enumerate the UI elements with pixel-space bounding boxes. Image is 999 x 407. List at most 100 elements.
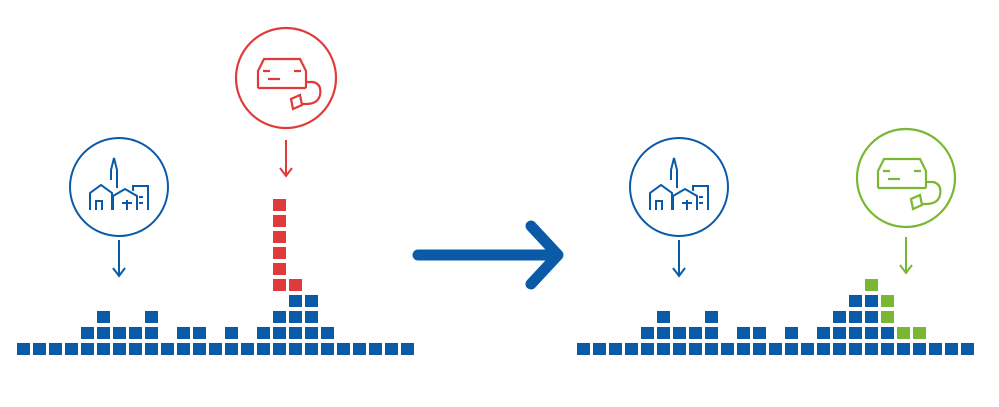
load-block [81, 343, 94, 355]
ev-charging-block [273, 263, 286, 275]
town-arrow-head [112, 267, 126, 278]
load-block [625, 343, 638, 355]
load-block [305, 327, 318, 339]
load-block [305, 295, 318, 307]
load-block [289, 327, 302, 339]
load-block [673, 327, 686, 339]
load-block [817, 327, 830, 339]
load-block [849, 343, 862, 355]
town-icon [629, 137, 729, 237]
load-block [129, 327, 142, 339]
load-block [705, 311, 718, 323]
load-block [833, 327, 846, 339]
load-block [609, 343, 622, 355]
load-block [273, 311, 286, 323]
load-block [401, 343, 414, 355]
ev-charging-block [897, 327, 910, 339]
load-block [161, 343, 174, 355]
load-block [241, 343, 254, 355]
load-block [273, 327, 286, 339]
load-block [721, 343, 734, 355]
load-block [33, 343, 46, 355]
load-block [657, 311, 670, 323]
load-block [353, 343, 366, 355]
load-block [97, 343, 110, 355]
load-block [849, 311, 862, 323]
load-block [113, 343, 126, 355]
load-block [657, 327, 670, 339]
ev-charging-block [289, 279, 302, 291]
load-block [881, 343, 894, 355]
load-block [929, 343, 942, 355]
load-block [673, 343, 686, 355]
load-block [289, 311, 302, 323]
load-block [65, 343, 78, 355]
ev-charging-block [273, 247, 286, 259]
load-block [817, 343, 830, 355]
load-block [801, 343, 814, 355]
load-block [385, 343, 398, 355]
load-block [913, 343, 926, 355]
load-block [689, 343, 702, 355]
load-block [785, 343, 798, 355]
ev-charging-block [273, 279, 286, 291]
load-block [177, 327, 190, 339]
load-block [81, 327, 94, 339]
ev-charging-icon [855, 127, 957, 229]
load-block [737, 327, 750, 339]
load-block [785, 327, 798, 339]
town-arrow-head [672, 267, 686, 278]
load-block [225, 343, 238, 355]
load-block [961, 343, 974, 355]
load-block [833, 343, 846, 355]
after-load-blocks [577, 279, 974, 355]
load-block [177, 343, 190, 355]
load-block [865, 295, 878, 307]
ev-charging-block [273, 199, 286, 211]
load-block [337, 343, 350, 355]
ev-charging-block [881, 295, 894, 307]
ev-arrow-head [279, 167, 293, 178]
load-block [321, 327, 334, 339]
load-block [273, 343, 286, 355]
load-block [865, 343, 878, 355]
load-block [257, 327, 270, 339]
ev-charging-block [865, 279, 878, 291]
ev-charging-block [273, 231, 286, 243]
load-block [97, 311, 110, 323]
load-block [145, 343, 158, 355]
load-block [289, 343, 302, 355]
before-panel [17, 26, 414, 355]
load-block [849, 295, 862, 307]
load-block [577, 343, 590, 355]
load-block [897, 343, 910, 355]
load-block [593, 343, 606, 355]
load-block [753, 327, 766, 339]
load-block [289, 295, 302, 307]
town-icon [69, 137, 169, 237]
load-block [193, 327, 206, 339]
load-block [129, 343, 142, 355]
ev-charging-block [273, 215, 286, 227]
load-block [881, 327, 894, 339]
load-block [49, 343, 62, 355]
ev-charging-block [913, 327, 926, 339]
before-load-blocks [17, 199, 414, 355]
load-block [193, 343, 206, 355]
load-block [849, 327, 862, 339]
load-block [737, 343, 750, 355]
load-block [945, 343, 958, 355]
load-block [641, 327, 654, 339]
ev-charging-icon [234, 26, 338, 130]
load-block [225, 327, 238, 339]
load-block [97, 327, 110, 339]
ev-charging-block [881, 311, 894, 323]
load-block [321, 343, 334, 355]
load-block [113, 327, 126, 339]
load-block [769, 343, 782, 355]
load-block [641, 343, 654, 355]
load-block [705, 343, 718, 355]
load-block [833, 311, 846, 323]
load-block [369, 343, 382, 355]
